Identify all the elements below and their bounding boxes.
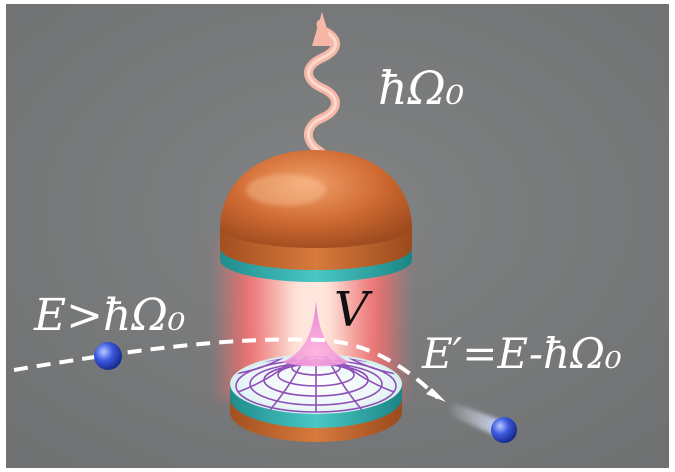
- outgoing-electron-trail: [448, 402, 500, 436]
- potential-spike: [282, 300, 350, 367]
- label-outgoing-electron: E′=E-ħΩ₀: [421, 329, 622, 378]
- label-emitted-photon: ħΩ₀: [378, 61, 464, 115]
- outgoing-electron-icon: [491, 417, 517, 443]
- label-incoming-electron: E>ħΩ₀: [33, 290, 186, 341]
- trajectory-arrowhead-icon: [426, 388, 446, 402]
- label-cavity-potential: V: [334, 282, 373, 338]
- incoming-electron-icon: [94, 342, 122, 370]
- top-electrode: [220, 150, 412, 282]
- photon-arrowhead-icon: [312, 12, 332, 46]
- bottom-electrode: [230, 354, 402, 442]
- electron-trajectory: [13, 337, 440, 400]
- photon-wave-highlight: [306, 28, 337, 154]
